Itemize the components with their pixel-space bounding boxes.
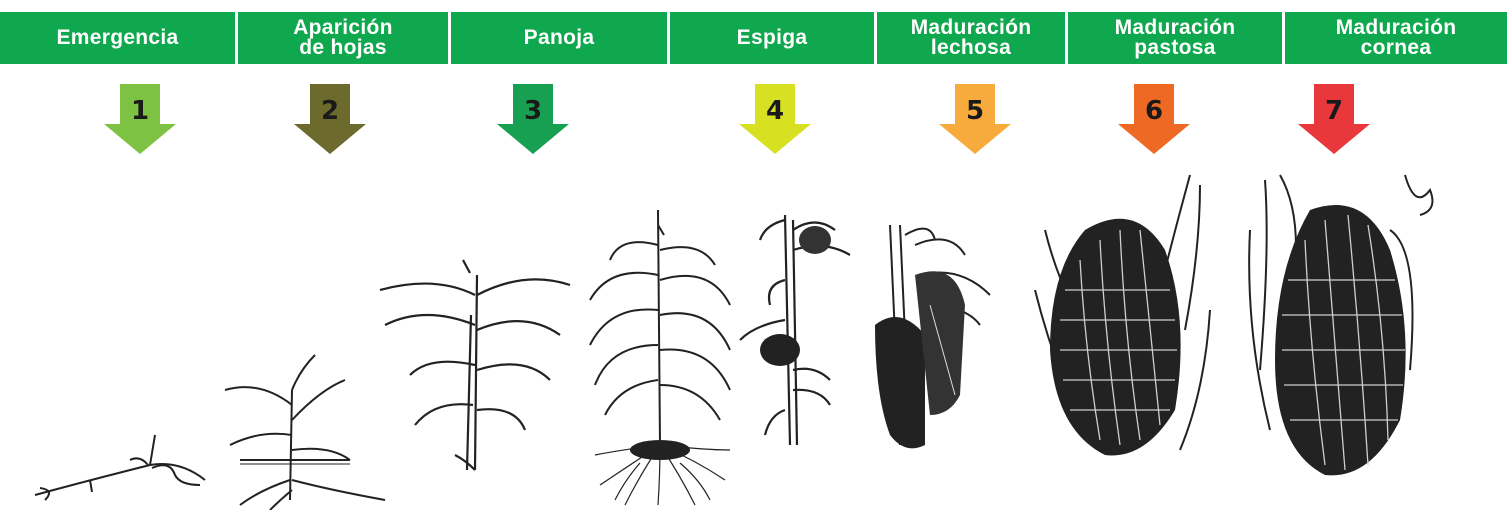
stage-arrow-7: 7 (1298, 84, 1370, 154)
silking-stalk-sketch (735, 210, 860, 450)
stage-header-aparicion-de-hojas: Aparición de hojas (238, 12, 448, 64)
stage-arrow-2: 2 (294, 84, 366, 154)
stage-header-espiga: Espiga (670, 12, 874, 64)
stage-number: 4 (739, 96, 811, 126)
stage-header-emergencia: Emergencia (0, 12, 235, 64)
stage-arrow-3: 3 (497, 84, 569, 154)
stage-number: 2 (294, 96, 366, 126)
seedling-sketch (30, 420, 210, 515)
tasseling-plant-sketch (375, 255, 575, 475)
milk-stage-ear-sketch (870, 215, 1005, 460)
stage-number: 3 (497, 96, 569, 126)
young-leaf-plant-sketch (220, 350, 390, 510)
full-plant-with-roots-sketch (580, 205, 740, 510)
stage-number: 1 (104, 96, 176, 126)
dent-stage-ear-sketch (1240, 170, 1450, 490)
stage-header-maduracion-pastosa: Maduración pastosa (1068, 12, 1282, 64)
stage-number: 7 (1298, 96, 1370, 126)
stage-arrow-4: 4 (739, 84, 811, 154)
stage-arrow-6: 6 (1118, 84, 1190, 154)
stage-arrow-1: 1 (104, 84, 176, 154)
stage-header-bar: Emergencia Aparición de hojas Panoja Esp… (0, 12, 1507, 64)
stage-number: 5 (939, 96, 1011, 126)
stage-number: 6 (1118, 96, 1190, 126)
dough-stage-ear-sketch (1025, 170, 1220, 470)
stage-header-maduracion-cornea: Maduración cornea (1285, 12, 1507, 64)
stage-header-panoja: Panoja (451, 12, 667, 64)
stage-arrow-5: 5 (939, 84, 1011, 154)
stage-header-maduracion-lechosa: Maduración lechosa (877, 12, 1065, 64)
